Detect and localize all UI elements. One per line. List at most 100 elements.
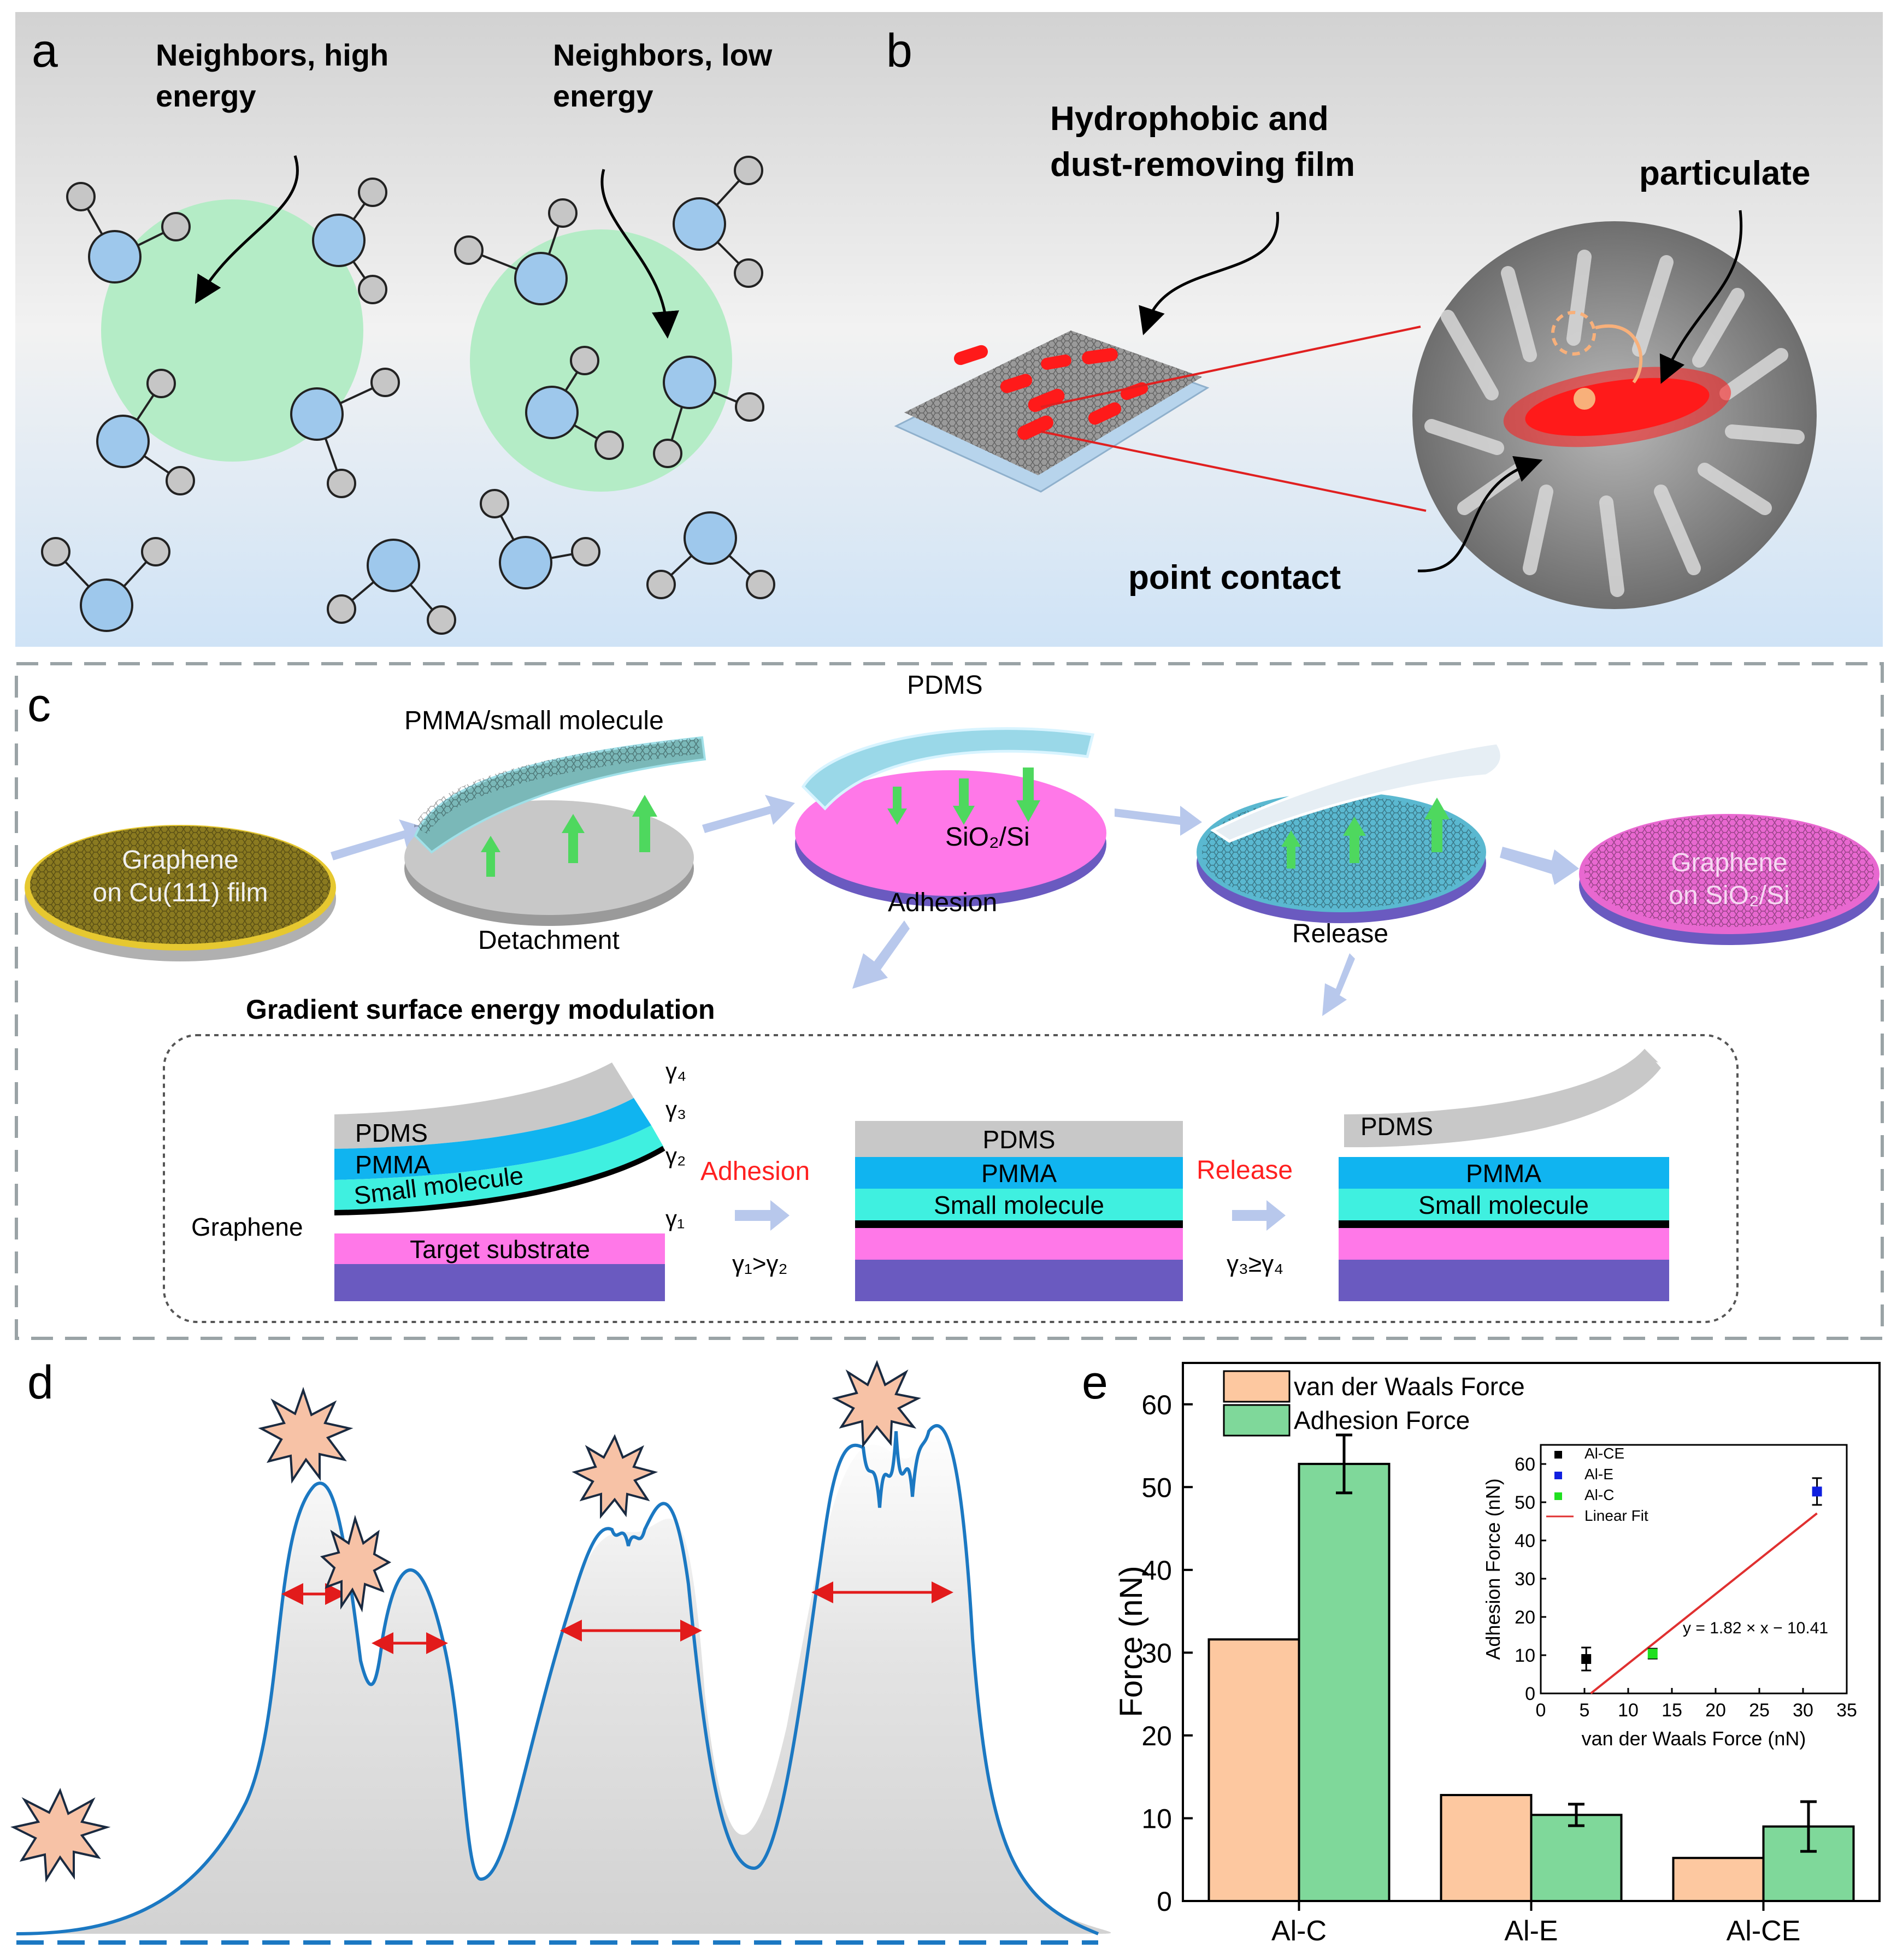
inset-y-tick-label: 10: [1515, 1645, 1535, 1666]
inset-x-tick-label: 5: [1580, 1700, 1590, 1721]
process-arrow-4: [1500, 847, 1579, 885]
arrow-low-energy: [600, 169, 679, 339]
legend-swatch: [1223, 1404, 1291, 1437]
disk-release: Release: [1197, 741, 1503, 948]
green-arrows-up: [1281, 798, 1450, 869]
process-arrow-1: [331, 819, 426, 860]
gamma3-label: γ₃: [665, 1096, 686, 1122]
water-molecule: [646, 511, 775, 599]
zoom-line-bottom: [1040, 430, 1427, 512]
stack1-small: [334, 1125, 664, 1212]
stack1-pmma-label: PMMA: [355, 1150, 431, 1179]
energy-bursts: [10, 1360, 922, 1883]
particulate-arrow: [1659, 210, 1742, 384]
stack-released: PDMS PMMA Small molecule: [1339, 1049, 1669, 1301]
water-molecule: [327, 539, 456, 635]
film-label-arrow: [1139, 211, 1279, 335]
arrow2-label: Release: [1197, 1156, 1293, 1185]
y-tick-label: 10: [1141, 1803, 1172, 1834]
disk-detachment: PMMA/small molecule Detachment: [404, 706, 706, 955]
water-molecule: [454, 198, 578, 305]
arrow-to-modulation-right: [1322, 953, 1355, 1016]
point-contact-label: point contact: [1128, 559, 1341, 597]
inset-legend-marker: [1554, 1492, 1562, 1500]
particulate-body: [1525, 377, 1710, 436]
gamma2-label: γ₂: [665, 1143, 686, 1168]
y-tick-label: 20: [1141, 1721, 1172, 1751]
stack3-pmma-label: PMMA: [1466, 1159, 1541, 1188]
inset-x-tick-label: 35: [1836, 1700, 1857, 1721]
arrow2: [1232, 1200, 1286, 1231]
stack-before-adhesion: Target substrate PDMS PMMA Small molecul…: [191, 1058, 686, 1301]
arrow1-condition: γ₁>γ₂: [732, 1250, 788, 1277]
label-high-energy-line1: Neighbors, high: [156, 38, 388, 72]
inset-legend-label: Al-C: [1584, 1486, 1614, 1503]
inset-x-tick-label: 20: [1705, 1700, 1726, 1721]
label-low-energy-line2: energy: [553, 79, 653, 113]
step1-bottom-label: Detachment: [478, 926, 620, 955]
inset-y-tick-label: 40: [1515, 1531, 1535, 1551]
panel-a: a Neighbors, high energy Neighbors, low …: [32, 25, 775, 635]
label-high-energy-line2: energy: [156, 79, 256, 113]
water-molecule: [66, 182, 191, 284]
disk1-label-line1: Graphene: [122, 846, 239, 875]
bar: [1440, 1794, 1533, 1902]
inset-legend-marker: [1554, 1472, 1562, 1479]
stack2-small-label: Small molecule: [934, 1191, 1104, 1219]
bar: [1298, 1462, 1391, 1902]
gamma4-label: γ₄: [665, 1058, 686, 1084]
fit-equation: y = 1.82 × x − 10.41: [1683, 1619, 1828, 1637]
stack3-small-label: Small molecule: [1418, 1191, 1589, 1219]
step3-bottom-label: Release: [1292, 919, 1388, 948]
stack-adhered: PDMS PMMA Small molecule: [855, 1121, 1183, 1301]
arrow1: [735, 1200, 790, 1231]
inset-x-tick-label: 30: [1793, 1700, 1813, 1721]
arrow1-label: Adhesion: [700, 1157, 810, 1186]
panel-b: b Hydrophobic and dust-removing film par…: [886, 25, 1817, 609]
stack1-base: [334, 1263, 665, 1301]
bar: [1672, 1857, 1765, 1902]
inset-x-tick-label: 15: [1662, 1700, 1682, 1721]
panel-d-letter: d: [27, 1356, 54, 1409]
disk-graphene-sio2: Graphene on SiO₂/Si: [1579, 814, 1880, 945]
y-tick-label: 60: [1141, 1390, 1172, 1420]
water-molecule: [312, 178, 387, 304]
label-low-energy-line1: Neighbors, low: [553, 38, 773, 72]
particulate-path: [1595, 324, 1643, 383]
panel-c-frame: [15, 662, 1884, 1340]
zoom-line-top: [1040, 326, 1421, 408]
step1-top-label: PMMA/small molecule: [404, 706, 664, 735]
stack1-pdms: [334, 1062, 634, 1149]
inset-x-label: van der Waals Force (nN): [1582, 1727, 1806, 1750]
film-label-line2: dust-removing film: [1050, 146, 1355, 184]
gamma1-label: γ₁: [665, 1206, 685, 1231]
water-molecule: [41, 537, 170, 632]
bar: [1207, 1638, 1300, 1902]
x-tick-label: Al-CE: [1727, 1915, 1801, 1947]
x-tick-label: Al-C: [1271, 1915, 1327, 1947]
green-arrows-down: [887, 768, 1040, 825]
x-tick-label: Al-E: [1504, 1915, 1558, 1947]
particulate-start: [1551, 311, 1596, 356]
data-point: [1812, 1486, 1822, 1497]
panel-a-letter: a: [32, 25, 58, 77]
arrow2-condition: γ₃≥γ₄: [1227, 1250, 1283, 1277]
burst-icon: [572, 1434, 658, 1519]
stack1-target-label: Target substrate: [410, 1235, 590, 1264]
y-tick-label: 50: [1141, 1472, 1172, 1503]
water-molecules: [41, 156, 775, 635]
arrow-high-energy: [195, 155, 299, 304]
water-molecule: [290, 368, 400, 498]
y-tick-label: 0: [1157, 1886, 1172, 1917]
legend-label: van der Waals Force: [1294, 1372, 1525, 1401]
panel-c-letter: c: [27, 679, 51, 731]
green-arrows-up: [481, 795, 657, 877]
panel-e-letter: e: [1082, 1356, 1108, 1409]
disk5-label-line2: on SiO₂/Si: [1669, 881, 1789, 910]
stack2-pmma-label: PMMA: [981, 1159, 1057, 1188]
panel-c: c Graphene on Cu(111) film PMMA/small mo…: [15, 662, 1884, 1340]
inset-y-tick-label: 50: [1515, 1492, 1535, 1513]
